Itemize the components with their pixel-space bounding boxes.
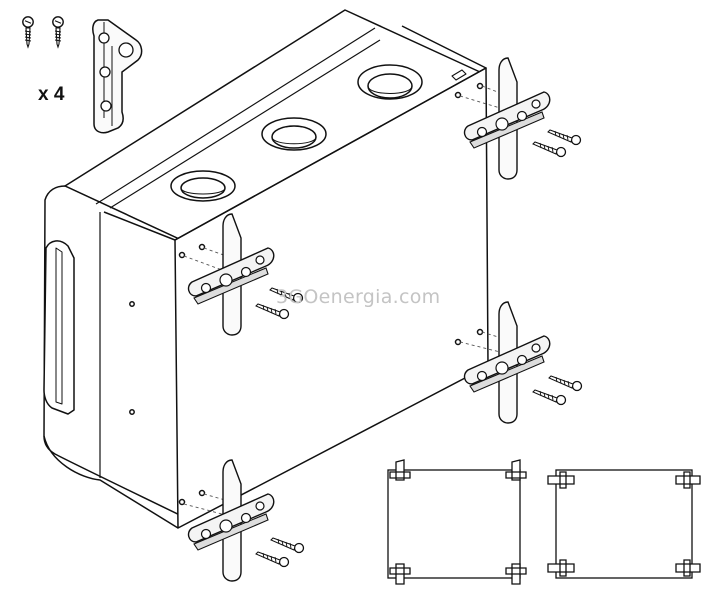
wall-bracket-icon xyxy=(92,19,143,134)
screw-icon xyxy=(548,375,583,392)
screw-icon xyxy=(532,141,567,158)
screw-icon xyxy=(547,129,582,146)
corner-bracket xyxy=(505,459,527,481)
corner-bracket xyxy=(505,563,527,585)
watermark: 3GOenergia.com xyxy=(276,286,441,308)
orientation-option-a xyxy=(387,459,527,585)
cable-entry xyxy=(357,64,423,100)
enclosure-box xyxy=(43,9,489,529)
corner-bracket xyxy=(389,459,411,481)
corner-bracket xyxy=(547,471,575,489)
orientation-option-b xyxy=(547,469,701,579)
cable-entry xyxy=(170,170,236,202)
corner-bracket xyxy=(675,471,701,489)
corner-bracket xyxy=(675,559,701,577)
screw-icon xyxy=(532,389,567,406)
quantity-label: x 4 xyxy=(38,84,65,105)
corner-bracket xyxy=(547,559,575,577)
cable-entry xyxy=(261,117,327,151)
screw-icon xyxy=(52,16,64,48)
screw-icon xyxy=(270,537,305,554)
screw-icon xyxy=(22,16,34,48)
screw-icon xyxy=(255,551,290,568)
corner-bracket xyxy=(389,563,411,585)
